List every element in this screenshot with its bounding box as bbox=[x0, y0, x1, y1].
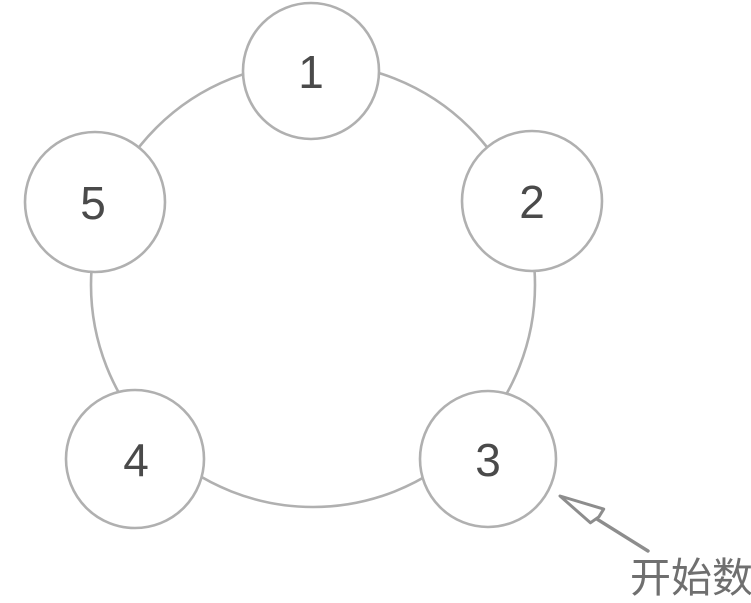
node-5-circle[interactable] bbox=[23, 130, 167, 274]
node-group: 1 2 3 4 5 bbox=[23, 1, 604, 530]
node-4[interactable]: 4 bbox=[64, 388, 206, 530]
node-3-circle[interactable] bbox=[418, 389, 558, 529]
node-4-label: 4 bbox=[123, 434, 149, 486]
node-5[interactable]: 5 bbox=[23, 130, 167, 274]
node-2[interactable]: 2 bbox=[460, 129, 604, 273]
start-count-annotation-label: 开始数 bbox=[630, 554, 751, 602]
node-1-circle[interactable] bbox=[241, 1, 381, 141]
node-2-label: 2 bbox=[519, 176, 545, 228]
start-annotation-group bbox=[558, 494, 650, 553]
node-2-circle[interactable] bbox=[460, 129, 604, 273]
node-5-label: 5 bbox=[80, 177, 106, 229]
node-1-label: 1 bbox=[298, 46, 324, 98]
annotation-arrow-head bbox=[558, 494, 606, 525]
node-3-label: 3 bbox=[475, 434, 501, 486]
node-1[interactable]: 1 bbox=[241, 1, 381, 141]
node-4-circle[interactable] bbox=[64, 388, 206, 530]
node-3[interactable]: 3 bbox=[418, 389, 558, 529]
